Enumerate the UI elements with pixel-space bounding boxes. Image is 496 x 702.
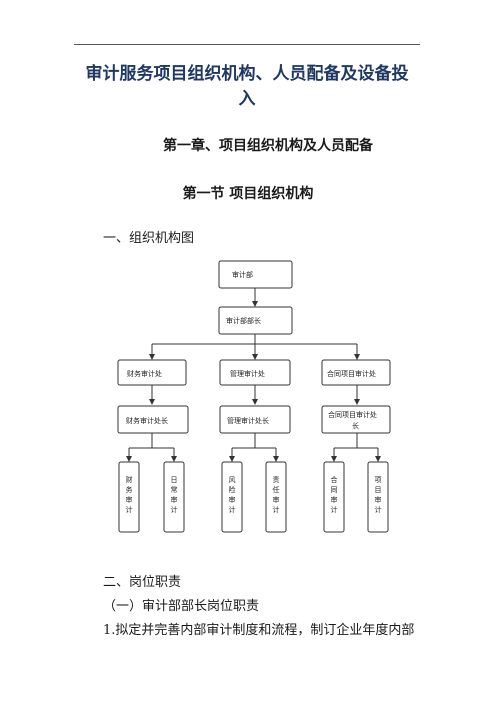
org-node-contract-chief-label-1: 合同项目审计处 [328,410,377,419]
org-node-head-label: 审计部部长 [226,316,261,325]
org-node-finance-dept-label: 财务审计处 [127,369,162,378]
org-node-role-label: 项目审计 [375,476,382,514]
chapter-heading: 第一章、项目组织机构及人员配备 [163,138,373,154]
org-node-role-project-audit [367,461,389,533]
item-dept-head-duties: （一）审计部部长岗位职责 [103,599,260,614]
org-node-role-label: 合同审计 [331,475,338,514]
org-node-contract-dept-label: 合同项目审计处 [327,369,376,378]
org-node-role-label: 风险审计 [229,476,236,514]
org-node-management-dept-label: 管理审计处 [230,369,265,378]
org-node-finance-chief-label: 财务审计处长 [126,416,168,425]
org-node-root [218,260,293,289]
org-node-role-contract-audit [323,461,345,533]
document-title-line-1: 审计服务项目组织机构、人员配备及设备投 [85,64,409,84]
org-node-management-chief-label: 管理审计处长 [227,416,269,425]
org-node-contract-dept [321,359,391,386]
document-title: 审计服务项目组织机构、人员配备及设备投 入 [74,62,420,112]
section-heading: 第一节 项目组织机构 [182,186,314,202]
org-node-role-label: 日常审计 [171,476,178,514]
org-node-finance-chief [117,405,189,434]
duties-paragraph-1: 1.拟定并完善内部审计制度和流程，制订企业年度内部 [103,623,415,638]
document-title-line-2: 入 [238,89,256,109]
org-node-role-financial-audit [118,461,140,533]
subsection-duties-heading: 二、岗位职责 [103,575,182,590]
org-node-contract-chief [321,405,391,434]
org-node-root-label: 审计部 [232,270,253,279]
org-chart: 审计部 审计部部长 财务审计处 管理审计处 合同项目审计处 财务审计处长 管理审… [117,260,391,533]
org-node-role-daily-audit [163,461,185,533]
header-rule [74,44,420,45]
org-role-labels: 财务审计 日常审计 风险审计 责任审计 合同审计 项目审计 [126,475,382,514]
org-node-role-risk-audit [221,461,243,533]
org-node-role-label: 责任审计 [273,475,280,514]
org-node-role-label: 财务审计 [126,475,133,514]
subsection-org-chart-heading: 一、组织机构图 [103,231,195,246]
org-node-contract-chief-label-2: 长 [352,421,359,430]
org-node-role-responsibility-audit [265,461,287,533]
